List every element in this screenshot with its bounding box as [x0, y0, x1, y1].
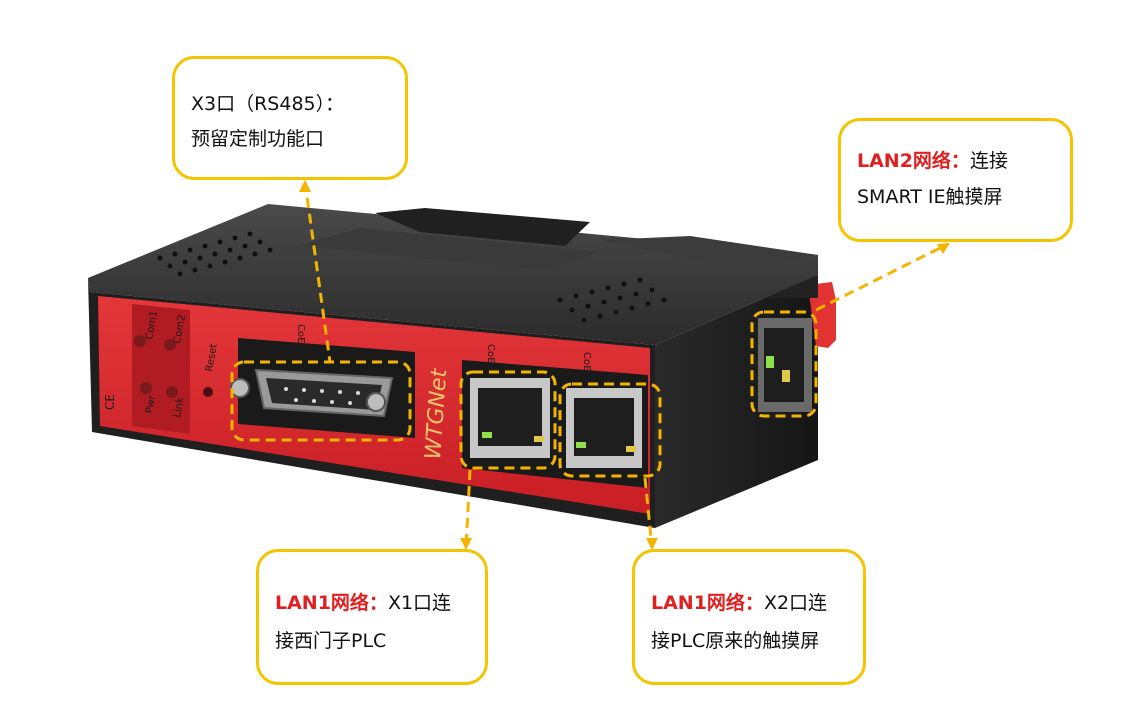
led-label-link: Link: [172, 396, 186, 418]
port-label-coe3: CoE3: [295, 324, 306, 350]
device-top: [88, 204, 818, 345]
callout-lan2-line1-rest: 连接: [969, 150, 1008, 172]
reset-hole-icon: [203, 387, 213, 397]
arrowhead-lan2: [937, 243, 950, 254]
callout-lan1-x1-highlight: LAN1网络：: [275, 592, 388, 614]
status-leds: [134, 335, 213, 398]
highlight-x1: [459, 370, 557, 470]
callout-x3-port: X3口（RS485）： 预留定制功能口: [172, 56, 408, 180]
device-front: CE Com1 Com2 Pwr Link Reset CoE3 CoE1 Co…: [88, 278, 655, 528]
led-label-com1: Com1: [144, 310, 160, 341]
callout-lan2-highlight: LAN2网络：: [857, 150, 970, 172]
callout-lan2-line2: SMART IE触摸屏: [857, 186, 1003, 209]
callout-x3-line2: 预留定制功能口: [191, 128, 325, 151]
db9-serial-port-icon: [230, 368, 394, 418]
callout-lan2: LAN2网络：连接 SMART IE触摸屏: [838, 118, 1073, 242]
vent-holes-left: [157, 231, 273, 277]
callout-lan2-line1: LAN2网络：连接: [857, 143, 1054, 179]
highlight-x2: [558, 382, 662, 478]
highlight-x3: [230, 360, 412, 442]
led-label-com2: Com2: [172, 314, 188, 345]
leader-lines: [303, 181, 949, 549]
com2-led-icon: [164, 339, 176, 351]
callout-lan1-x2-line1: LAN1网络：X2口连: [651, 584, 847, 622]
arrowhead-x3: [299, 180, 311, 192]
callout-lan1-x2: LAN1网络：X2口连 接PLC原来的触摸屏: [632, 549, 866, 685]
com1-led-icon: [134, 335, 146, 347]
link-led-icon: [166, 386, 178, 398]
leader-x3: [303, 181, 332, 363]
callout-lan1-x1-line1-rest: X1口连: [387, 592, 452, 614]
vent-holes-right: [557, 277, 667, 323]
port-highlights: [230, 310, 818, 478]
leader-x2: [643, 477, 654, 549]
arrowhead-x1: [460, 538, 472, 550]
highlight-lan2: [750, 310, 818, 418]
leader-arrowheads: [299, 180, 950, 550]
leader-x1: [464, 469, 472, 549]
leader-lan2: [815, 242, 949, 312]
callout-lan1-x2-line1-rest: X2口连: [763, 592, 828, 614]
callout-lan1-x2-highlight: LAN1网络：: [651, 592, 764, 614]
port-label-coe1: CoE1: [485, 344, 496, 370]
ce-mark: CE: [103, 394, 117, 410]
callout-lan1-x1-line2: 接西门子PLC: [275, 630, 387, 652]
reset-label: Reset: [204, 343, 220, 372]
callout-lan1-x1-line1: LAN1网络：X1口连: [275, 584, 469, 622]
led-label-pwr: Pwr: [144, 394, 158, 415]
rj45-port-x1-icon: [470, 378, 550, 458]
rj45-port-lan2-icon: [758, 318, 812, 412]
callout-lan1-x1: LAN1网络：X1口连 接西门子PLC: [256, 549, 488, 685]
arrowhead-x2: [646, 538, 658, 550]
callout-x3-line1: X3口（RS485）：: [191, 93, 345, 115]
port-label-coe2: CoE2: [581, 352, 592, 378]
rj45-port-x2-icon: [566, 388, 642, 468]
pwr-led-icon: [140, 382, 152, 394]
callout-lan1-x2-line2: 接PLC原来的触摸屏: [651, 630, 820, 652]
